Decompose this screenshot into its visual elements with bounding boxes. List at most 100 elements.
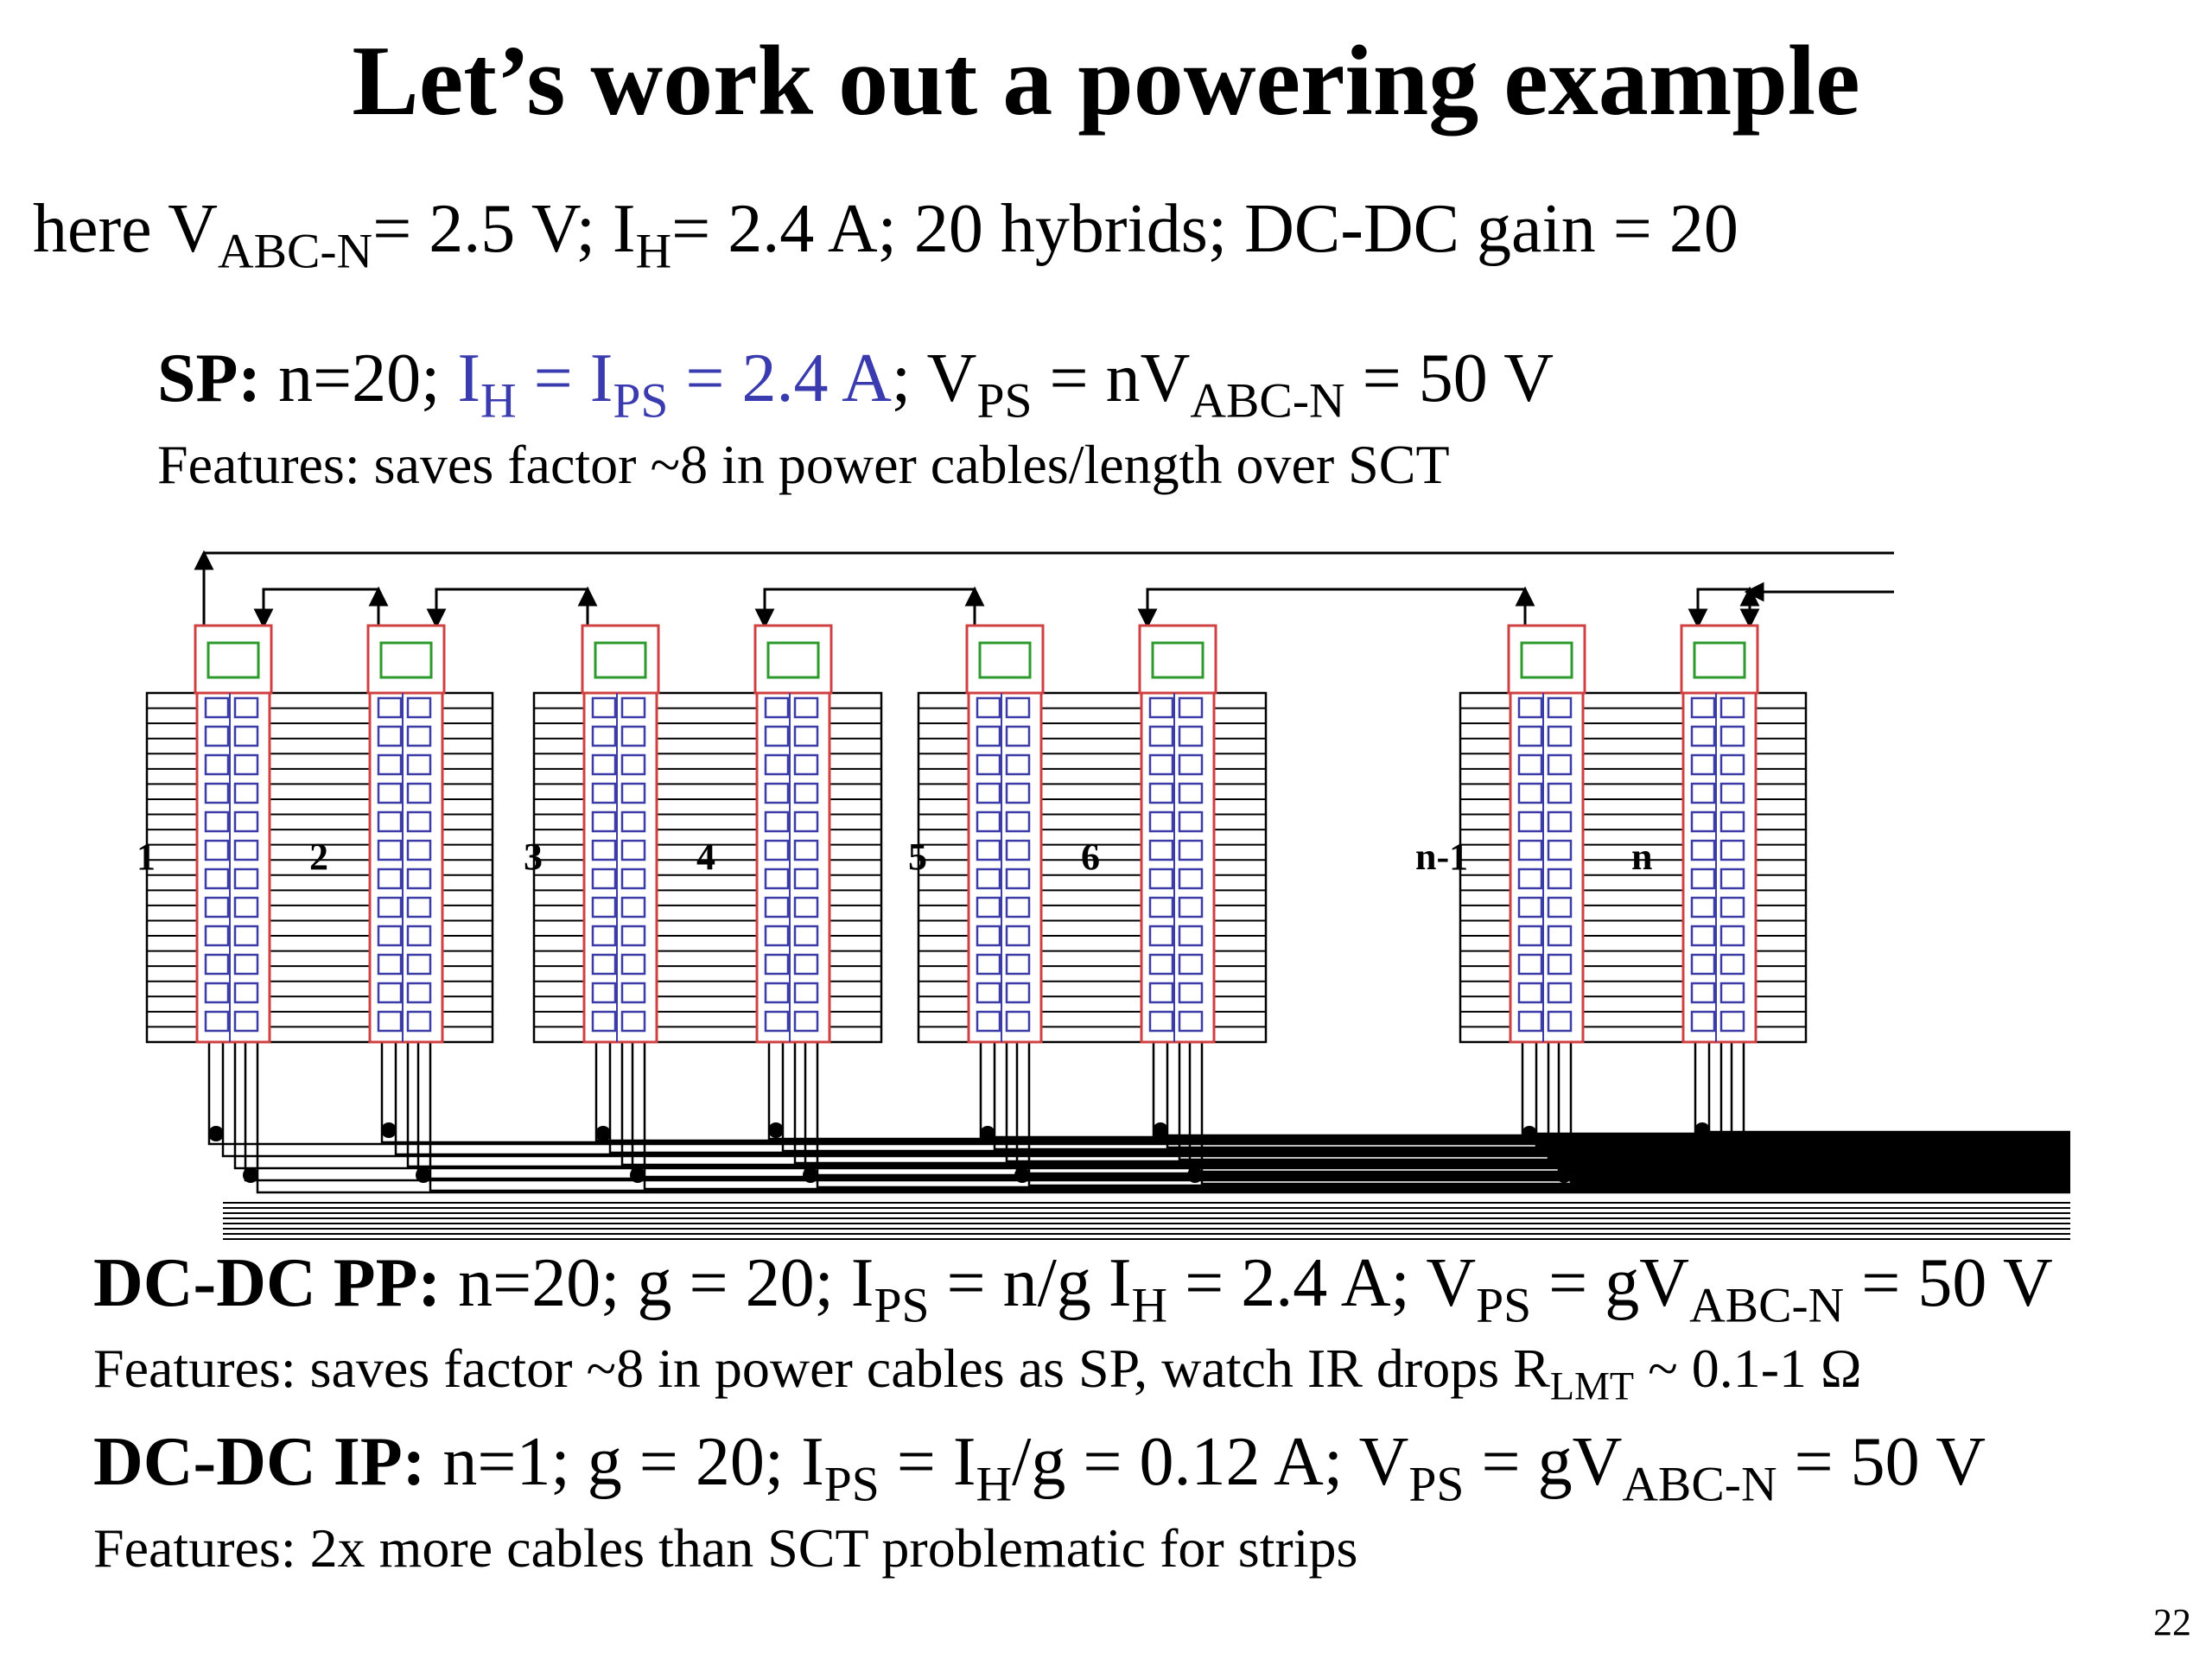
page-number: 22 (2153, 1601, 2191, 1643)
regulator-box (978, 641, 1032, 679)
chip (1547, 810, 1573, 833)
bus-wire (1547, 1042, 2070, 1160)
chip (406, 782, 432, 804)
chip (1547, 725, 1573, 747)
sp-line: SP: n=20; IH = IPS = 2.4 A; VPS = nVABC-… (157, 344, 1554, 426)
ip-label: DC-DC IP: (93, 1424, 426, 1500)
chip (377, 1010, 403, 1033)
intro-sub-2: H (635, 224, 672, 279)
chip (377, 782, 403, 804)
chip (1690, 953, 1716, 976)
chip (591, 696, 617, 719)
chip (976, 1010, 1001, 1033)
chip (620, 896, 646, 918)
intro-text-2: = 2.5 V; I (372, 191, 636, 267)
hybrid-2: 2 (309, 624, 446, 1044)
chip (204, 839, 230, 861)
chip (377, 753, 403, 776)
chip (1148, 925, 1174, 947)
ip-features: Features: 2x more cables than SCT proble… (93, 1521, 1357, 1576)
hybrid-3: 3 (524, 624, 660, 1044)
pp-label: DC-DC PP: (93, 1245, 442, 1321)
chip (1148, 782, 1174, 804)
arrow-head (577, 586, 598, 607)
chip (204, 782, 230, 804)
chip (1517, 953, 1543, 976)
chip (1148, 868, 1174, 890)
module-link (1696, 588, 1751, 626)
module-link (435, 588, 589, 626)
chip (764, 896, 790, 918)
chip (406, 982, 432, 1004)
junction-dot (1014, 1167, 1030, 1183)
bus-wire (1178, 1042, 2070, 1161)
chip (233, 839, 259, 861)
chip (1690, 868, 1716, 890)
chip (1517, 868, 1543, 890)
pp-features-sub: LMT (1549, 1363, 1635, 1408)
pp-features-3: ~ 0.1-1 Ω (1634, 1338, 1862, 1399)
pp-text-5: = 50 V (1844, 1245, 2053, 1321)
bus-wire (1535, 1042, 2070, 1147)
chip (377, 810, 403, 833)
chip (976, 925, 1001, 947)
ip-text-5: = 50 V (1777, 1424, 1986, 1500)
junction-dots (208, 1122, 1745, 1183)
chip (1517, 896, 1543, 918)
chip (1547, 982, 1573, 1004)
arrow-head (426, 608, 447, 629)
chip (1178, 896, 1204, 918)
junction-dot (208, 1126, 224, 1141)
chip (764, 810, 790, 833)
sp-text-1: n=20; (261, 340, 458, 416)
arrow-head (253, 608, 274, 629)
junction-dot (1694, 1122, 1710, 1138)
chip (1148, 696, 1174, 719)
chip (591, 810, 617, 833)
chip (1690, 896, 1716, 918)
chip (1690, 925, 1716, 947)
chip (204, 810, 230, 833)
chip (1005, 982, 1031, 1004)
chip (377, 696, 403, 719)
chip (591, 982, 617, 1004)
chip (1517, 839, 1543, 861)
chip (406, 696, 432, 719)
chip (1005, 839, 1031, 861)
chip (1005, 810, 1031, 833)
chip (233, 753, 259, 776)
chip (591, 782, 617, 804)
bus-wire (233, 1042, 2070, 1170)
chip (1690, 753, 1716, 776)
bus-wire (394, 1042, 2070, 1156)
chip (1148, 753, 1174, 776)
module-label: 6 (1081, 836, 1100, 878)
chip (1547, 1010, 1573, 1033)
chip (1719, 810, 1745, 833)
chip (406, 839, 432, 861)
sp-text-4: = 50 V (1344, 340, 1554, 416)
chip (764, 982, 790, 1004)
chip (1690, 982, 1716, 1004)
regulator-box (207, 641, 260, 679)
bus-wire (1694, 1042, 2070, 1134)
chip (1005, 696, 1031, 719)
chip (1719, 982, 1745, 1004)
module-label: 4 (696, 836, 715, 878)
ip-text-2: = I (879, 1424, 976, 1500)
bus-wire (1200, 1042, 2070, 1185)
chip (1148, 953, 1174, 976)
chip (1690, 810, 1716, 833)
ip-sub-1: PS (823, 1457, 880, 1512)
bus-wire (1730, 1042, 2070, 1170)
ip-text-4: = gV (1464, 1424, 1623, 1500)
chip (1005, 753, 1031, 776)
sp-blue-2: = I (516, 340, 613, 416)
arrow-head (964, 586, 985, 607)
chip (1690, 1010, 1716, 1033)
sp-label: SP: (157, 340, 261, 416)
bus-wire (793, 1042, 2070, 1165)
chip (620, 925, 646, 947)
wiring (194, 550, 2070, 1240)
chip (1517, 925, 1543, 947)
